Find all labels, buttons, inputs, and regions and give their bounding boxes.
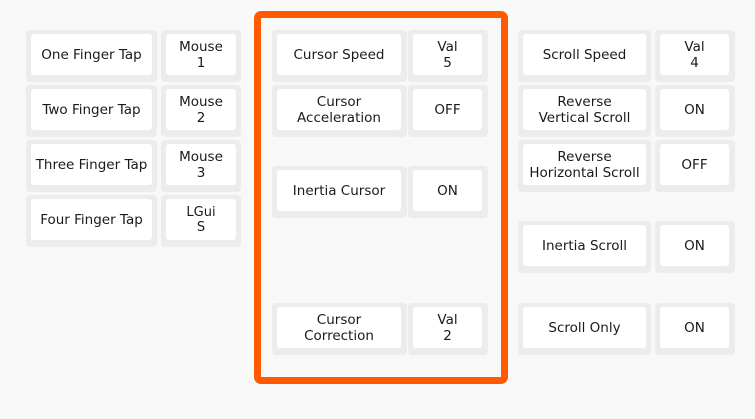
reverse-horizontal-scroll-value-key[interactable]: OFF	[660, 144, 729, 185]
scroll-only-value-key[interactable]: ON	[660, 307, 729, 348]
four-finger-tap-key[interactable]: Four Finger Tap	[31, 199, 152, 240]
cursor-acceleration-value-key[interactable]: OFF	[413, 89, 482, 130]
two-finger-tap-value-key[interactable]: Mouse 2	[166, 89, 236, 130]
scroll-speed-value-key[interactable]: Val 4	[660, 34, 729, 75]
three-finger-tap-value-key[interactable]: Mouse 3	[166, 144, 236, 185]
cursor-correction-value-key[interactable]: Val 2	[413, 307, 482, 348]
reverse-vertical-scroll-value-key[interactable]: ON	[660, 89, 729, 130]
scroll-speed-key[interactable]: Scroll Speed	[523, 34, 646, 75]
cursor-acceleration-key[interactable]: Cursor Acceleration	[277, 89, 401, 130]
three-finger-tap-key[interactable]: Three Finger Tap	[31, 144, 152, 185]
reverse-vertical-scroll-key[interactable]: Reverse Vertical Scroll	[523, 89, 646, 130]
inertia-cursor-key[interactable]: Inertia Cursor	[277, 170, 401, 211]
cursor-speed-key[interactable]: Cursor Speed	[277, 34, 401, 75]
two-finger-tap-key[interactable]: Two Finger Tap	[31, 89, 152, 130]
inertia-scroll-key[interactable]: Inertia Scroll	[523, 225, 646, 266]
cursor-correction-key[interactable]: Cursor Correction	[277, 307, 401, 348]
one-finger-tap-key[interactable]: One Finger Tap	[31, 34, 152, 75]
inertia-scroll-value-key[interactable]: ON	[660, 225, 729, 266]
reverse-horizontal-scroll-key[interactable]: Reverse Horizontal Scroll	[523, 144, 646, 185]
cursor-speed-value-key[interactable]: Val 5	[413, 34, 482, 75]
inertia-cursor-value-key[interactable]: ON	[413, 170, 482, 211]
scroll-only-key[interactable]: Scroll Only	[523, 307, 646, 348]
one-finger-tap-value-key[interactable]: Mouse 1	[166, 34, 236, 75]
four-finger-tap-value-key[interactable]: LGui S	[166, 199, 236, 240]
